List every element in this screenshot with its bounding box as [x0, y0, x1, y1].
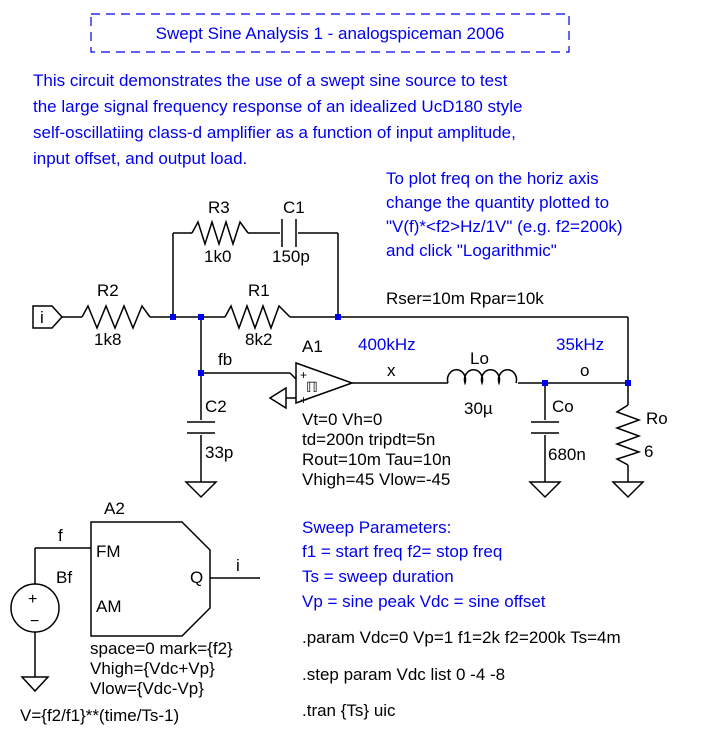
description-line: the large signal frequency response of a…	[33, 97, 523, 116]
wires	[62, 232, 629, 482]
c1-value: 150p	[272, 247, 310, 266]
junction-dot	[335, 314, 341, 320]
c2-value: 33p	[205, 443, 233, 462]
r2-name: R2	[97, 281, 119, 300]
a2-pin-am: AM	[96, 597, 122, 616]
ground-symbols	[20, 386, 645, 693]
description-text: This circuit demonstrates the use of a s…	[33, 71, 523, 168]
c1-name: C1	[283, 198, 305, 217]
directive-param: .param Vdc=0 Vp=1 f1=2k f2=200k Ts=4m	[302, 628, 621, 647]
ro-name: Ro	[646, 409, 668, 428]
r1-name: R1	[248, 281, 270, 300]
junction-dot	[198, 370, 204, 376]
resistor-r1: R1 8k2	[224, 281, 291, 349]
junction-dot	[542, 380, 548, 386]
co-value: 680n	[548, 445, 586, 464]
sweep-title: Sweep Parameters:	[302, 518, 451, 537]
net-label-fb: fb	[218, 350, 232, 369]
ro-value: 6	[644, 442, 653, 461]
hysteresis-icon: ℿ	[306, 379, 318, 395]
ground-arrow-icon	[268, 386, 287, 410]
title-box	[90, 13, 570, 53]
net-label-o: o	[580, 361, 589, 380]
sweep-line: Ts = sweep duration	[302, 567, 454, 586]
r3-name: R3	[208, 198, 230, 217]
resistor-r3: R3 1k0	[191, 198, 249, 266]
sweep-line: f1 = start freq f2= stop freq	[302, 542, 502, 561]
ground-icon	[20, 676, 50, 693]
capacitor-c2: C2 33p	[187, 397, 233, 462]
ground-icon	[611, 481, 645, 499]
net-label-f: f	[58, 526, 63, 545]
plot-note-line: change the quantity plotted to	[386, 193, 609, 212]
a1-param: td=200n tripdt=5n	[302, 430, 435, 449]
comparator-a1: + + ℿ A1 Vt=0 Vh=0 td=200n tripdt=5n Rou…	[295, 337, 451, 489]
directive-step: .step param Vdc list 0 -4 -8	[302, 665, 505, 684]
plus-icon: +	[28, 591, 37, 608]
bf-expression: V={f2/f1}**(time/Ts-1)	[20, 706, 179, 725]
lo-value: 30µ	[464, 399, 493, 418]
input-port: i	[32, 305, 64, 329]
source-bf: + − f Bf V={f2/f1}**(time/Ts-1)	[10, 526, 179, 725]
plot-note: To plot freq on the horiz axis change th…	[386, 169, 623, 260]
a1-name: A1	[302, 337, 323, 356]
diagram-title: Swept Sine Analysis 1 - analogspiceman 2…	[156, 24, 505, 43]
net-label-x: x	[387, 361, 396, 380]
minus-icon: −	[30, 613, 39, 630]
a2-param: space=0 mark={f2}	[90, 639, 233, 658]
a2-pin-q: Q	[190, 568, 203, 587]
plot-note-line: "V(f)*<f2>Hz/1V" (e.g. f2=200k)	[386, 217, 623, 236]
co-name: Co	[552, 397, 574, 416]
plot-note-line: and click "Logarithmic"	[386, 241, 557, 260]
freq-label-400k: 400kHz	[358, 335, 416, 354]
net-label-i-out: i	[236, 556, 240, 575]
a2-pin-fm: FM	[96, 542, 121, 561]
lo-name: Lo	[470, 349, 489, 368]
c2-name: C2	[205, 397, 227, 416]
lo-params: Rser=10m Rpar=10k	[386, 289, 544, 308]
a1-param: Vt=0 Vh=0	[302, 410, 382, 429]
junction-dots	[170, 314, 631, 386]
a2-param: Vhigh={Vdc+Vp}	[90, 659, 215, 678]
a2-name: A2	[104, 499, 125, 518]
a1-param: Rout=10m Tau=10n	[302, 450, 451, 469]
junction-dot	[625, 380, 631, 386]
a2-param: Vlow={Vdc-Vp}	[90, 679, 204, 698]
resistor-r2: R2 1k8	[81, 281, 151, 349]
ground-icon	[528, 481, 562, 499]
plus-icon: +	[300, 368, 307, 382]
inductor-lo: Lo 30µ	[446, 349, 518, 418]
bf-name: Bf	[56, 568, 72, 587]
junction-dot	[198, 314, 204, 320]
description-line: This circuit demonstrates the use of a s…	[33, 71, 508, 90]
sweep-line: Vp = sine peak Vdc = sine offset	[302, 592, 546, 611]
r2-value: 1k8	[94, 330, 121, 349]
r3-value: 1k0	[204, 247, 231, 266]
freq-label-35k: 35kHz	[556, 335, 604, 354]
sweep-parameters: Sweep Parameters: f1 = start freq f2= st…	[302, 518, 546, 611]
description-line: self-oscillatiing class-d amplifier as a…	[33, 123, 516, 142]
description-line: input offset, and output load.	[33, 149, 247, 168]
capacitor-c1: C1 150p	[272, 198, 310, 266]
plus-icon: +	[300, 393, 307, 407]
junction-dot	[170, 314, 176, 320]
capacitor-co: Co 680n	[531, 397, 586, 464]
resistor-ro: Ro 6	[614, 404, 668, 466]
directive-tran: .tran {Ts} uic	[302, 701, 396, 720]
spice-directives: .param Vdc=0 Vp=1 f1=2k f2=200k Ts=4m .s…	[302, 628, 621, 720]
plot-note-line: To plot freq on the horiz axis	[386, 169, 599, 188]
r1-value: 8k2	[245, 330, 272, 349]
a1-param: Vhigh=45 Vlow=-45	[302, 470, 450, 489]
input-port-label: i	[40, 308, 44, 327]
ground-icon	[184, 481, 218, 499]
modulator-a2: A2 FM AM Q space=0 mark={f2} Vhigh={Vdc+…	[90, 499, 233, 698]
